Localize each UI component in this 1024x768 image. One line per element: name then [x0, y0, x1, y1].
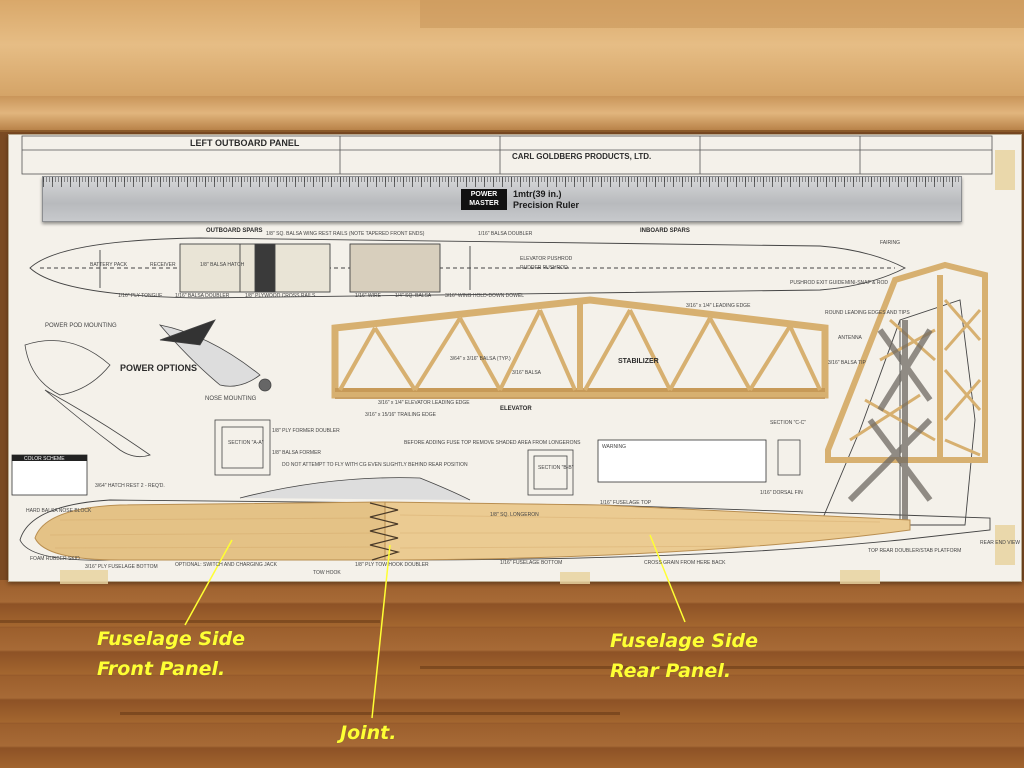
label-stabilizer: STABILIZER — [618, 358, 659, 365]
label-wing-rest-rails: 1/8" SQ. BALSA WING REST RAILS (NOTE TAP… — [266, 231, 425, 237]
ruler-size: 1mtr(39 in.) — [513, 189, 562, 199]
label-power-pod: POWER POD MOUNTING — [45, 323, 117, 329]
label-rear-end-view: REAR END VIEW — [980, 540, 1021, 546]
label-leading-edge: 3/16" x 1/4" LEADING EDGE — [686, 303, 751, 309]
label-ply-fuselage-bottom: 3/16" PLY FUSELAGE BOTTOM — [85, 564, 158, 570]
warning-box — [597, 439, 767, 483]
label-nose-mounting: NOSE MOUNTING — [205, 396, 257, 402]
masking-tape — [840, 570, 880, 584]
label-before-adding: BEFORE ADDING FUSE TOP REMOVE SHADED ARE… — [404, 440, 581, 446]
caption-front-panel: Fuselage Side Front Panel. — [97, 628, 246, 680]
label-longeron: 1/8" SQ. LONGERON — [490, 512, 539, 518]
label-section-aa: SECTION "A-A" — [228, 440, 264, 446]
balsa-fin-frame — [825, 261, 988, 463]
label-top-rear-doubler: TOP REAR DOUBLER/STAB PLATFORM — [868, 548, 962, 554]
label-receiver: RECEIVER — [150, 262, 176, 268]
label-cross-rails: 1/8" PLYWOOD CROSS RAILS — [245, 293, 316, 299]
label-hatch-rest: 3/64" HATCH REST 2 - REQ'D. — [95, 483, 165, 489]
label-sq-balsa: 1/4" SQ. BALSA — [395, 293, 432, 299]
label-round-leading: ROUND LEADING EDGES AND TIPS — [825, 310, 910, 316]
left-panel-title: LEFT OUTBOARD PANEL — [190, 138, 300, 148]
label-elevator: ELEVATOR — [500, 406, 532, 412]
label-balsa-tip: 3/16" BALSA TIP — [828, 360, 866, 366]
label-balsa-former: 1/8" BALSA FORMER — [272, 450, 322, 456]
label-balsa-hatch: 1/8" BALSA HATCH — [200, 262, 245, 268]
wooden-ledge — [0, 96, 1024, 132]
fuselage-side-outline — [19, 499, 991, 561]
balsa-stabilizer-frame — [331, 296, 829, 399]
label-cross-grain: CROSS GRAIN FROM HERE BACK — [644, 560, 726, 566]
label-section-bb: SECTION "B-B" — [538, 465, 574, 471]
label-dorsal-fin: 1/16" DORSAL FIN — [760, 490, 803, 496]
power-pod-sketch — [24, 319, 272, 458]
label-section-cc: SECTION "C-C" — [770, 420, 807, 426]
label-hard-balsa: HARD BALSA NOSE BLOCK — [26, 508, 92, 514]
label-wire: 1/16" WIRE — [355, 293, 381, 299]
ruler-name: Precision Ruler — [513, 200, 580, 210]
label-optional-switch: OPTIONAL: SWITCH AND CHARGING JACK — [175, 562, 277, 568]
callout-lines — [184, 534, 686, 719]
wooden-floor — [0, 580, 1024, 768]
label-foam-skid: FOAM RUBBER SKID — [30, 556, 80, 562]
label-do-not-fly: DO NOT ATTEMPT TO FLY WITH CG EVEN SLIGH… — [282, 462, 468, 468]
label-fairing: FAIRING — [880, 240, 901, 246]
label-tow-hook: TOW HOOK — [313, 570, 341, 576]
wing-panel-outline — [21, 135, 993, 175]
label-holddown-dowel: 3/16" WING HOLD-DOWN DOWEL — [445, 293, 525, 299]
fin-shadow — [847, 320, 933, 520]
fuselage-top-view — [29, 237, 906, 299]
label-elevator-pushrod: ELEVATOR PUSHROD — [520, 256, 573, 262]
label-mini-snap: MINI-SNAP & ROD — [845, 280, 888, 286]
label-inboard-spars: INBOARD SPARS — [640, 228, 690, 234]
label-warning: WARNING — [602, 444, 626, 450]
label-balsa-doubler: 1/16" BALSA DOUBLER — [478, 231, 533, 237]
fuselage-side-front-panel — [34, 501, 386, 561]
label-ply-tow-hook: 1/8" PLY TOW HOOK DOUBLER — [355, 562, 429, 568]
fuselage-side-rear-panel — [384, 501, 911, 561]
ruler-brand-logo: POWER MASTER — [461, 189, 507, 210]
wall-shadow — [420, 0, 1024, 28]
ruler-label: 1mtr(39 in.) Precision Ruler — [513, 189, 579, 211]
label-rudder-pushrod: RUDDER PUSHROD — [520, 265, 568, 271]
label-battery-pack: BATTERY PACK — [90, 262, 128, 268]
label-antenna: ANTENNA — [838, 335, 862, 341]
label-fuselage-top: 1/16" FUSELAGE TOP — [600, 500, 652, 506]
fuselage-joint-zigzag — [369, 502, 401, 561]
label-fuselage-bottom: 1/16" FUSELAGE BOTTOM — [500, 560, 563, 566]
label-balsa-doubler-2: 1/16" BALSA DOUBLER — [175, 293, 230, 299]
masking-tape — [560, 572, 590, 584]
label-balsa-316: 3/16" BALSA — [512, 370, 542, 376]
masking-tape — [995, 150, 1015, 190]
masking-tape — [995, 525, 1015, 565]
label-elevator-le: 3/16" x 1/4" ELEVATOR LEADING EDGE — [378, 400, 470, 406]
label-pushrod-exit: PUSHROD EXIT GUIDE — [790, 280, 845, 286]
color-scheme-box — [11, 454, 88, 496]
label-trailing-edge: 3/16" x 15/16" TRAILING EDGE — [365, 412, 436, 418]
label-color-scheme: COLOR SCHEME — [24, 456, 65, 462]
caption-joint: Joint. — [340, 722, 397, 744]
label-ply-former-doubler: 1/8" PLY FORMER DOUBLER — [272, 428, 340, 434]
fuselage-top-curve — [239, 477, 471, 501]
label-ply-tongue: 1/16" PLY TONGUE — [118, 293, 163, 299]
label-outboard-spars: OUTBOARD SPARS — [206, 228, 263, 234]
caption-rear-panel: Fuselage Side Rear Panel. — [610, 630, 759, 682]
label-balsa-typ: 3/64" x 3/16" BALSA (TYP.) — [450, 356, 511, 362]
company-name: CARL GOLDBERG PRODUCTS, LTD. — [512, 152, 652, 161]
masking-tape — [60, 570, 108, 584]
label-power-options: POWER OPTIONS — [120, 363, 198, 373]
section-views — [214, 419, 801, 496]
metal-ruler: POWER MASTER 1mtr(39 in.) Precision Rule… — [42, 176, 962, 222]
